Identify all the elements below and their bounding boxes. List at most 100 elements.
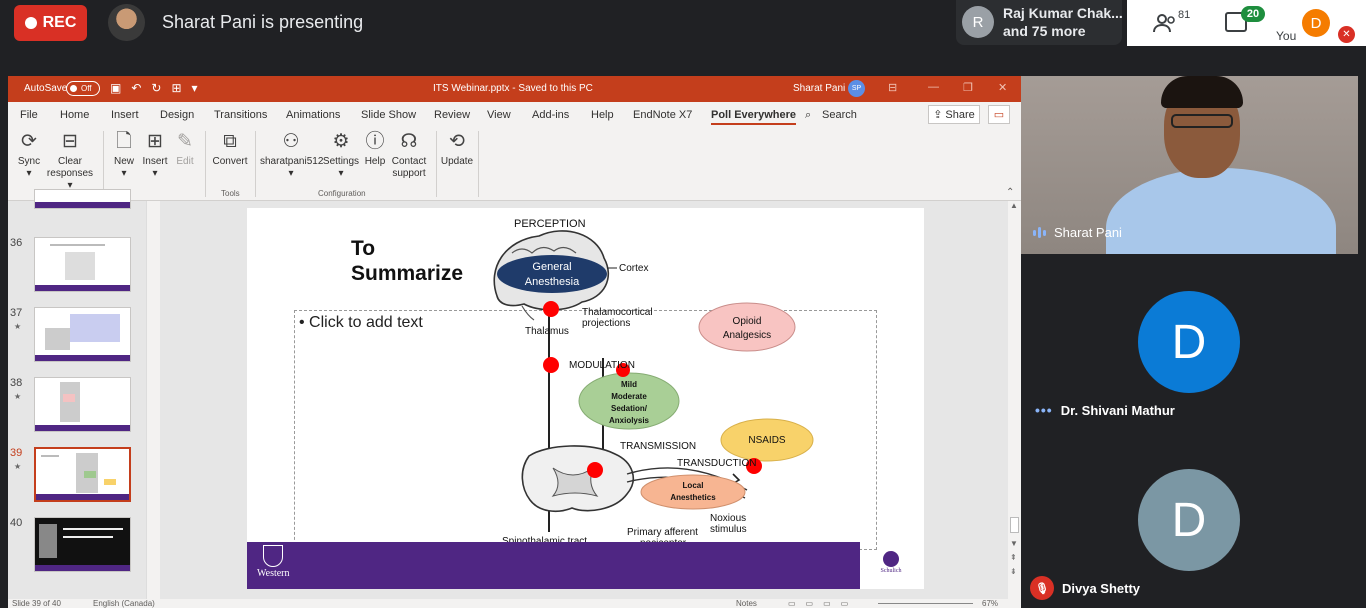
search-icon[interactable]: ⌕ [805, 109, 812, 121]
tab-review[interactable]: Review [434, 109, 471, 121]
tab-design[interactable]: Design [160, 109, 195, 121]
user-icon: ⚇ [282, 131, 300, 152]
speaking-indicator-icon [1033, 227, 1046, 238]
undo-icon[interactable]: ↶ [131, 81, 142, 95]
new-button[interactable]: 🗋New▾ [113, 131, 134, 179]
sync-button[interactable]: ⟳Sync▾ [17, 131, 41, 179]
western-logo: Western [257, 545, 290, 579]
marker-thalamus [543, 357, 559, 373]
participant-avatar-divya[interactable]: D [1138, 469, 1240, 571]
restore-icon[interactable]: ❐ [963, 82, 973, 94]
insert-button[interactable]: ⊞Insert▾ [142, 131, 168, 179]
general-anesthesia-label: General [532, 261, 571, 273]
share-button[interactable]: ⇪Share [928, 105, 980, 124]
general-anesthesia-label-2: Anesthesia [525, 276, 580, 288]
tab-help[interactable]: Help [591, 109, 614, 121]
mild-label: Mild [621, 380, 637, 389]
user-avatar[interactable]: SP [848, 80, 865, 97]
present-icon[interactable]: ⊞ [171, 81, 182, 95]
group-tools-label: Tools [221, 189, 240, 198]
scroll-thumb[interactable] [1010, 517, 1019, 533]
view-buttons[interactable]: ▭▭▭▭ [788, 599, 859, 608]
slide-thumbnail[interactable] [34, 377, 131, 432]
chat-count-badge: 20 [1241, 6, 1265, 22]
meet-top-bar: REC Sharat Pani is presenting R Raj Kuma… [0, 0, 1366, 48]
ribbon-display-icon[interactable]: ⊟ [888, 82, 898, 94]
minimize-icon[interactable]: — [928, 81, 939, 93]
slide-thumbnails-pane: 36 37 ★ 38 ★ 39 ★ 40 [8, 189, 159, 599]
local-anesthetics-ellipse [640, 474, 746, 510]
slide-thumbnail[interactable] [34, 237, 131, 292]
collapse-ribbon-icon[interactable]: ⌃ [1006, 187, 1015, 198]
spinothalamic-label: Spinothalamic tract [502, 536, 587, 547]
presenter-hair [1161, 76, 1243, 108]
tab-animations[interactable]: Animations [286, 109, 341, 121]
settings-button[interactable]: ⚙Settings▾ [322, 131, 360, 179]
tab-file[interactable]: File [20, 109, 38, 121]
language-indicator[interactable]: English (Canada) [93, 599, 155, 608]
help-icon: ⓘ [365, 131, 385, 152]
chat-icon[interactable] [1225, 12, 1247, 32]
slide-scrollbar[interactable]: ▲ ▼ ⇞ ⇟ [1008, 201, 1021, 599]
sedation-label: Sedation/ [611, 404, 648, 413]
update-button[interactable]: ⟲Update [440, 131, 474, 167]
close-icon[interactable]: ✕ [998, 82, 1008, 94]
self-avatar[interactable]: D [1302, 9, 1330, 37]
tab-view[interactable]: View [487, 109, 511, 121]
slide-thumbnail[interactable] [34, 307, 131, 362]
thumb-number: 40 [10, 517, 23, 529]
thumb-number: 39 [10, 447, 23, 459]
participant-name-shivani: ••• Dr. Shivani Mathur [1035, 402, 1175, 418]
autosave-label: AutoSave [24, 83, 68, 94]
tab-insert[interactable]: Insert [111, 109, 139, 121]
ribbon-separator [205, 131, 206, 197]
opioid-label: Opioid [733, 316, 762, 327]
general-anesthesia-ellipse [497, 255, 607, 293]
scroll-down-icon[interactable]: ▼ [1010, 539, 1018, 548]
customize-icon[interactable]: ▾ [191, 81, 198, 95]
animation-star-icon: ★ [14, 322, 22, 331]
tab-endnote[interactable]: EndNote X7 [633, 109, 693, 121]
prev-slide-icon[interactable]: ⇞ [1010, 553, 1017, 562]
notes-button[interactable]: Notes [736, 599, 757, 608]
tab-transitions[interactable]: Transitions [214, 109, 268, 121]
perception-label: PERCEPTION [514, 218, 586, 230]
tab-home[interactable]: Home [60, 109, 90, 121]
account-button[interactable]: ⚇sharatpani512▾ [260, 131, 324, 179]
comments-button[interactable]: ▭ [988, 105, 1010, 124]
tab-add-ins[interactable]: Add-ins [532, 109, 570, 121]
convert-button[interactable]: ⧉Convert [212, 131, 248, 167]
save-icon[interactable]: ▣ [110, 81, 122, 95]
thumb-number: 36 [10, 237, 23, 249]
audio-dots-icon: ••• [1035, 402, 1053, 418]
people-icon[interactable] [1152, 12, 1178, 34]
slide-footer-band [247, 542, 860, 589]
slide-thumbnail-current[interactable] [34, 447, 131, 502]
search-label[interactable]: Search [822, 109, 857, 121]
zoom-slider[interactable] [878, 603, 973, 604]
recording-badge[interactable]: REC [14, 5, 87, 41]
next-slide-icon[interactable]: ⇟ [1010, 567, 1017, 576]
stimulus-label: stimulus [710, 524, 747, 535]
tab-poll-everywhere[interactable]: Poll Everywhere [711, 109, 796, 125]
zoom-level[interactable]: 67% [982, 599, 999, 608]
presenter-video-tile[interactable]: Sharat Pani [1021, 76, 1358, 254]
slide-thumbnail[interactable] [34, 189, 131, 209]
redo-icon[interactable]: ↻ [151, 81, 162, 95]
scroll-up-icon[interactable]: ▲ [1010, 201, 1018, 210]
participant-name: Raj Kumar Chak... [1003, 5, 1123, 21]
edit-button[interactable]: ✎Edit [174, 131, 196, 168]
slide-thumbnail[interactable] [34, 517, 131, 572]
sync-icon: ⟳ [21, 131, 37, 152]
slide-counter: Slide 39 of 40 [12, 599, 61, 608]
participants-chip[interactable]: R Raj Kumar Chak... and 75 more [956, 0, 1123, 45]
thumbnails-scrollbar[interactable] [146, 201, 159, 599]
tab-slide-show[interactable]: Slide Show [361, 109, 417, 121]
participant-avatar-shivani[interactable]: D [1138, 291, 1240, 393]
autosave-toggle[interactable]: Off [66, 81, 100, 96]
